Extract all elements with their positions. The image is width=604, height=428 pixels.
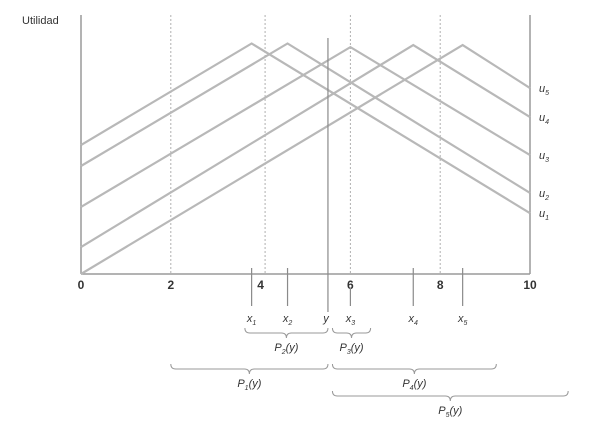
x-tick-label: 4 [257,278,264,292]
point-label-x2: x2 [282,313,293,327]
utility-curve-u1 [80,42,531,215]
utility-curve-u3 [80,45,531,208]
point-label-x4: x4 [408,313,419,327]
point-label-x1: x1 [246,313,257,327]
brace-label-P1: P1(y) [237,378,261,392]
brace-P2 [244,327,329,339]
x-tick-label: 10 [523,278,537,292]
brace-P1 [170,363,329,375]
x-tick-label: 0 [78,278,85,292]
curve-label-u2: u2 [539,188,549,202]
y-point-label: y [322,313,330,325]
y-axis-label: Utilidad [22,15,59,27]
brace-label-P4: P4(y) [402,378,426,392]
curve-label-u1: u1 [539,208,549,222]
utility-curve-u4 [80,43,531,249]
utility-curve-u2 [80,42,531,194]
brace-P5 [331,390,569,402]
x-tick-label: 8 [437,278,444,292]
point-label-x3: x3 [345,313,356,327]
utility-curve-u5 [80,43,531,275]
x-tick-label: 2 [167,278,174,292]
curve-label-u5: u5 [539,83,549,97]
x-tick-label: 6 [347,278,354,292]
curve-label-u3: u3 [539,150,549,164]
point-label-x5: x5 [457,313,468,327]
brace-P4 [331,363,497,375]
curve-label-u4: u4 [539,112,549,126]
brace-label-P2: P2(y) [274,342,298,356]
brace-P3 [331,327,372,339]
brace-label-P3: P3(y) [339,342,363,356]
brace-label-P5: P5(y) [438,405,462,419]
